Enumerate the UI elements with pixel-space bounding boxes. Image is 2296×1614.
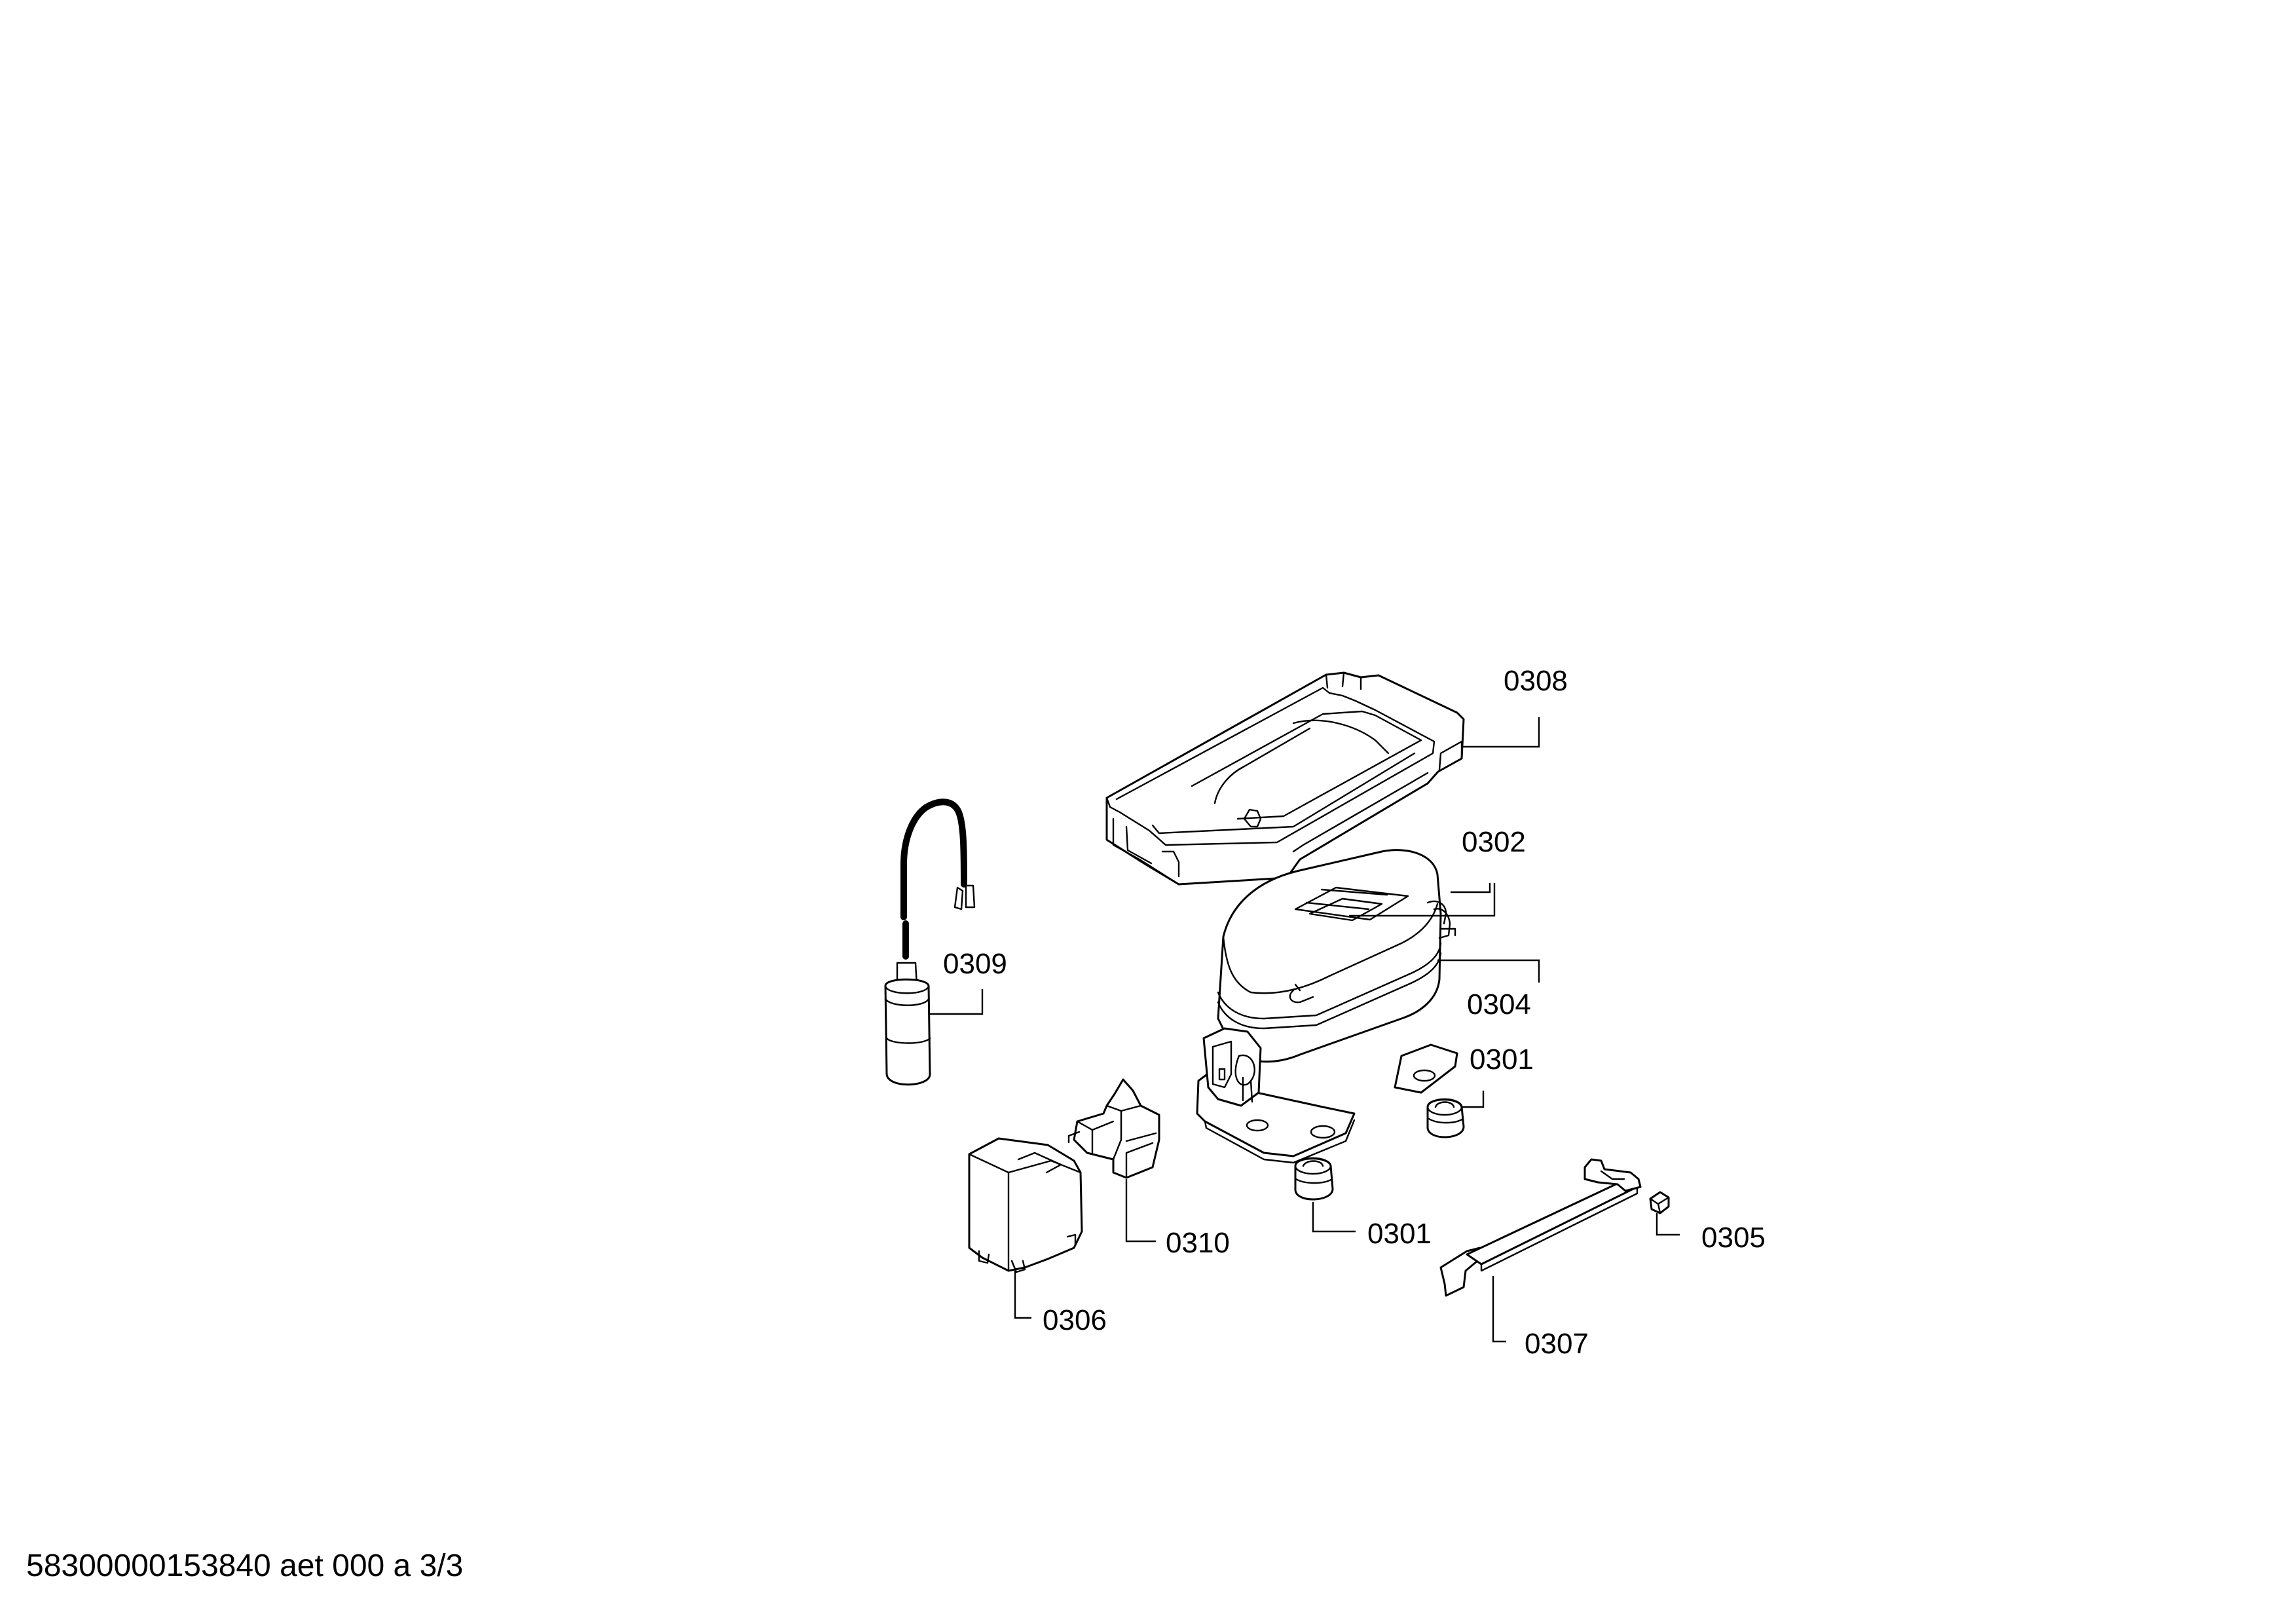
- part-0306-cover: [968, 1137, 1083, 1273]
- part-compressor: [1196, 849, 1458, 1164]
- label-0304: 0304: [1467, 988, 1531, 1021]
- label-0308: 0308: [1504, 665, 1568, 697]
- leader-0307: [1492, 1276, 1506, 1343]
- label-0302: 0302: [1462, 826, 1526, 858]
- label-0310: 0310: [1166, 1227, 1230, 1259]
- leader-0305: [1656, 1213, 1680, 1236]
- part-0309-capacitor: [884, 798, 976, 1086]
- leader-0301b: [1312, 1202, 1356, 1233]
- leader-0306: [1014, 1271, 1031, 1319]
- label-0305: 0305: [1701, 1222, 1766, 1254]
- leader-0309: [930, 989, 984, 1015]
- leader-0308: [1462, 717, 1540, 748]
- part-0310-relay: [1067, 1078, 1160, 1179]
- part-0301-grommet-lower: [1294, 1157, 1334, 1201]
- label-0306: 0306: [1043, 1304, 1107, 1336]
- leader-0310: [1125, 1179, 1156, 1243]
- label-0309: 0309: [943, 948, 1007, 980]
- part-0307-rail: [1439, 1158, 1642, 1297]
- part-0305-clip: [1649, 1191, 1670, 1214]
- part-0308-tray: [1105, 671, 1465, 886]
- leader-0301a: [1462, 1091, 1485, 1108]
- document-id: 58300000153840 aet 000 a 3/3: [26, 1548, 463, 1583]
- label-0301-lower: 0301: [1367, 1218, 1432, 1250]
- leader-0302: [1451, 883, 1491, 893]
- part-0301-grommet-upper: [1426, 1098, 1465, 1138]
- leader-lines: [930, 717, 1680, 1343]
- label-0301-upper: 0301: [1470, 1043, 1534, 1076]
- leader-0304: [1437, 959, 1540, 983]
- leader-0302-b: [1349, 883, 1496, 917]
- label-0307: 0307: [1525, 1328, 1589, 1360]
